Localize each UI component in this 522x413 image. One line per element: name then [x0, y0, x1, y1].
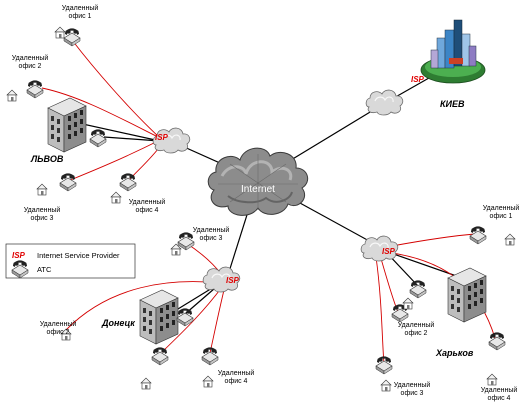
legend: ISP Internet Service Provider АТС: [5, 243, 136, 280]
lviv-atc-phone: [88, 129, 108, 149]
svg-text:Удаленный: Удаленный: [218, 369, 255, 377]
svg-text:офис 4: офис 4: [488, 395, 511, 402]
svg-text:Удаленный: Удаленный: [129, 198, 166, 206]
donetsk-office3-l1: Удаленный: [193, 226, 230, 234]
svg-text:офис 4: офис 4: [136, 207, 159, 214]
svg-text:Удаленный: Удаленный: [40, 320, 77, 328]
donetsk-city-name: Донецк: [101, 318, 135, 328]
kharkov-node: ISP Харьков Удаленный офис 1 Удаленный о…: [360, 204, 520, 402]
svg-text:офис 1: офис 1: [490, 213, 513, 220]
svg-text:офис 2: офис 2: [405, 330, 428, 337]
kharkov-atc-phone: [408, 280, 428, 300]
internet-label: Internet: [241, 184, 275, 195]
kharkov-office3-l1: Удаленный: [394, 381, 431, 389]
lviv-office2-l1: Удаленный: [12, 54, 49, 62]
donetsk-office4-l2: офис 4: [225, 378, 248, 385]
kharkov-office2-l1: Удаленный: [398, 321, 435, 329]
svg-text:офис 3: офис 3: [31, 215, 54, 222]
kharkov-office1-l1: Удаленный: [483, 204, 520, 212]
svg-text:офис 3: офис 3: [200, 235, 223, 242]
legend-atc-text: АТС: [37, 265, 52, 274]
donetsk-isp-label: ISP: [226, 276, 240, 285]
svg-text:Удаленный: Удаленный: [398, 321, 435, 329]
kharkov-office4-l1: Удаленный: [481, 386, 518, 394]
svg-text:офис 2: офис 2: [47, 329, 70, 336]
svg-text:Удаленный: Удаленный: [12, 54, 49, 62]
legend-isp-text: Internet Service Provider: [37, 251, 120, 260]
lviv-city-name: ЛЬВОВ: [30, 154, 64, 164]
lviv-node: ISP ЛЬВОВ Удаленный офис 1 Удаленный офи…: [6, 4, 191, 222]
lviv-office1-l2: офис 1: [69, 13, 92, 20]
svg-text:Удаленный: Удаленный: [481, 386, 518, 394]
kharkov-city-name: Харьков: [435, 348, 474, 358]
lviv-office1-l1: Удаленный: [62, 4, 99, 12]
kiev-city-name: КИЕВ: [440, 99, 465, 109]
donetsk-office2-l1: Удаленный: [40, 320, 77, 328]
kiev-node: ISP КИЕВ: [365, 19, 486, 116]
kharkov-office3-l2: офис 3: [401, 390, 424, 397]
svg-text:офис 2: офис 2: [19, 63, 42, 70]
svg-text:офис 1: офис 1: [69, 13, 92, 20]
svg-text:Удаленный: Удаленный: [193, 226, 230, 234]
isp-links: [41, 39, 496, 365]
svg-text:Удаленный: Удаленный: [394, 381, 431, 389]
lviv-office3-l2: офис 3: [31, 215, 54, 222]
kharkov-office2-l2: офис 2: [405, 330, 428, 337]
internet-cloud: [207, 147, 309, 216]
kharkov-office1-l2: офис 1: [490, 213, 513, 220]
kiev-city-icon: [420, 19, 486, 84]
lviv-office4-l2: офис 4: [136, 207, 159, 214]
lviv-office3-l1: Удаленный: [24, 206, 61, 214]
donetsk-node: ISP Донецк Удаленный офис 3 Удаленный оф…: [40, 226, 255, 390]
svg-text:Удаленный: Удаленный: [483, 204, 520, 212]
svg-text:Удаленный: Удаленный: [62, 4, 99, 12]
svg-text:офис 3: офис 3: [401, 390, 424, 397]
svg-text:офис 4: офис 4: [225, 378, 248, 385]
donetsk-office4-l1: Удаленный: [218, 369, 255, 377]
lviv-isp-label: ISP: [155, 133, 169, 142]
kharkov-office4-l2: офис 4: [488, 395, 511, 402]
svg-text:Удаленный: Удаленный: [24, 206, 61, 214]
lviv-office4-l1: Удаленный: [129, 198, 166, 206]
kharkov-isp-label: ISP: [382, 247, 396, 256]
donetsk-office2-l2: офис 2: [47, 329, 70, 336]
donetsk-office3-l2: офис 3: [200, 235, 223, 242]
lviv-office2-l2: офис 2: [19, 63, 42, 70]
legend-isp-symbol: ISP: [12, 251, 26, 260]
kiev-isp-label: ISP: [411, 75, 425, 84]
